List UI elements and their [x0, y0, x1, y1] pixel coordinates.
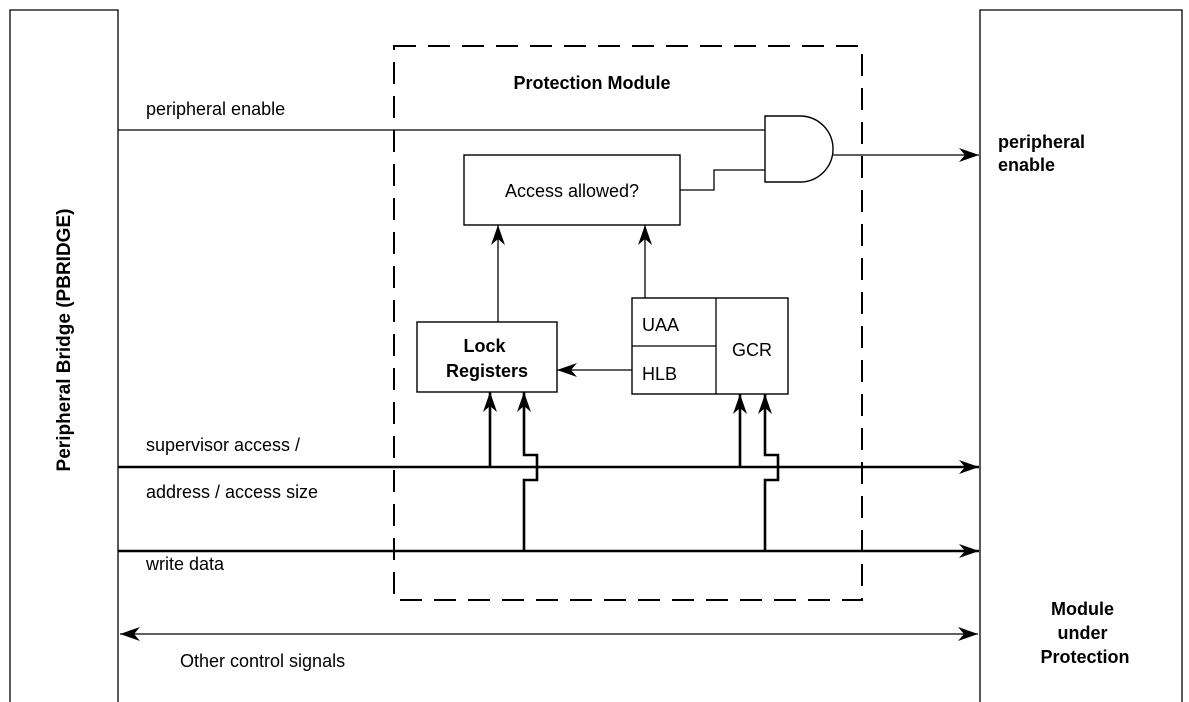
- write-data-bus: write data: [118, 544, 979, 574]
- supervisor-address-bus: supervisor access / address / access siz…: [118, 435, 979, 502]
- and-gate: [764, 115, 834, 183]
- access-allowed-label: Access allowed?: [505, 181, 639, 201]
- address-access-size-label: address / access size: [146, 482, 318, 502]
- other-control-signals: Other control signals: [120, 627, 978, 671]
- gcr-write-data-tap: [758, 394, 780, 551]
- uaa-field-label: UAA: [642, 315, 679, 335]
- other-control-signals-label: Other control signals: [180, 651, 345, 671]
- access-allowed-box: [463, 154, 681, 226]
- gcr-register-box: UAA HLB GCR: [631, 297, 789, 395]
- hlb-field-label: HLB: [642, 364, 677, 384]
- peripheral-enable-input: peripheral enable: [118, 99, 765, 131]
- peripheral-enable-output: peripheral enable: [833, 132, 1090, 175]
- peripheral-bridge-label: Peripheral Bridge (PBRIDGE): [54, 209, 75, 472]
- lock-write-data-tap: [517, 392, 539, 551]
- gcr-label: GCR: [732, 340, 772, 360]
- module-under-protection-label: Module under Protection: [1040, 599, 1129, 667]
- protection-module-title: Protection Module: [514, 73, 671, 93]
- peripheral-bridge-block: Peripheral Bridge (PBRIDGE): [9, 9, 119, 702]
- peripheral-enable-output-label: peripheral enable: [998, 132, 1090, 175]
- lock-registers-box: [416, 321, 558, 393]
- lock-registers-label: Lock Registers: [446, 336, 528, 381]
- access-to-and-wire: [680, 169, 765, 191]
- peripheral-enable-input-label: peripheral enable: [146, 99, 285, 119]
- module-under-protection-block: Module under Protection: [979, 9, 1183, 702]
- write-data-label: write data: [145, 554, 225, 574]
- supervisor-access-label: supervisor access /: [146, 435, 300, 455]
